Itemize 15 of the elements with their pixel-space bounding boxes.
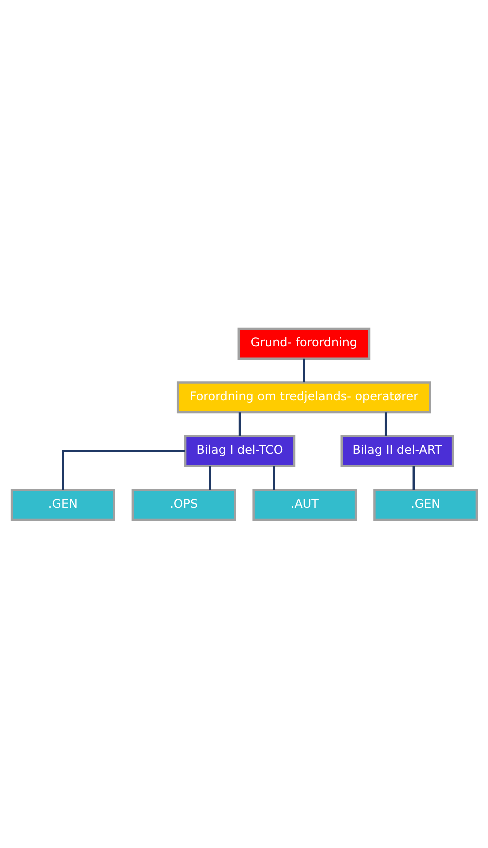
connector	[412, 466, 414, 490]
connector	[238, 412, 241, 436]
connector	[272, 466, 275, 490]
connector	[62, 450, 186, 490]
node-box: .GEN	[373, 488, 478, 521]
connector	[208, 466, 211, 490]
node-box: .OPS	[131, 488, 236, 521]
node-box: Forordning om tredjelands- operatører	[176, 381, 431, 414]
node-box: Grund- forordning	[237, 327, 370, 360]
node-box: Bilag I del-TCO	[184, 434, 296, 467]
node-box: Bilag II del-ART	[340, 434, 454, 467]
node-box: .GEN	[10, 488, 115, 521]
node-box: .AUT	[252, 488, 357, 521]
connector	[384, 412, 387, 436]
connector	[302, 358, 305, 382]
